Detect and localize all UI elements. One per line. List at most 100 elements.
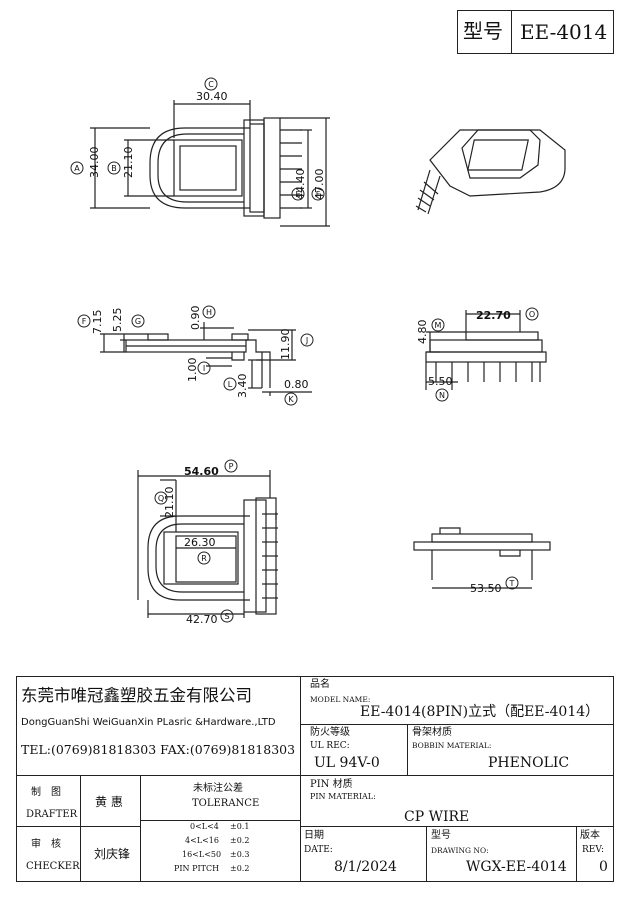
checker-label-en: CHECKER [26,861,80,872]
mark-total: F [316,190,321,199]
rev-value: 0 [599,859,608,875]
drawing-no-value: WGX-EE-4014 [466,859,567,875]
tolerance-value-1: ±0.1 [230,822,250,831]
title-divider-date [426,826,427,882]
model-name-label-cn: 品名 [310,679,330,690]
title-divider-drafter [80,775,81,882]
tolerance-range-4: PIN PITCH [174,864,220,873]
drafter-name: 黄 惠 [95,795,123,809]
mark-k: K [288,395,294,404]
dim-c-value: 30.40 [196,90,228,103]
mark-f: F [82,317,87,326]
title-divider-rev [576,826,577,882]
model-header-divider [511,10,512,54]
mark-p: P [229,462,234,471]
drafter-label-cn: 制 图 [31,787,61,798]
mark-g: G [135,317,141,326]
dim-g-value: 5.25 [111,308,124,333]
flame-label-en: UL REC: [310,741,350,751]
dim-f-value: 7.15 [91,310,104,335]
date-value: 8/1/2024 [334,859,397,875]
title-row-line-5 [140,820,300,821]
date-label-en: DATE: [304,845,333,855]
mark-m: M [435,321,442,330]
title-row-line-3 [300,826,614,827]
tolerance-label-cn: 未标注公差 [193,783,243,794]
tolerance-value-4: ±0.2 [230,864,250,873]
pin-material-value: CP WIRE [404,809,470,825]
dim-b-value: 21.10 [122,147,135,179]
dim-total-value: 47.00 [313,169,326,201]
bobbin-label-cn: 骨架材质 [412,727,452,738]
flame-value: UL 94V-0 [314,755,380,771]
mark-l: L [228,380,233,389]
drawing-no-label-cn: 型号 [431,830,451,841]
dim-j-value: 11.90 [279,329,292,361]
side-view-outline [125,333,271,388]
rev-label-cn: 版本 [580,830,600,841]
checker-label-cn: 审 核 [31,839,61,850]
title-divider-main [300,676,301,882]
top-view-outline [149,117,302,219]
drafter-label-en: DRAFTER [26,809,78,820]
mark-c: C [208,80,214,89]
title-row-line-2 [16,775,614,776]
tolerance-value-3: ±0.3 [230,850,250,859]
bottom-view-outline [147,497,278,615]
bobbin-label-en: BOBBIN MATERIAL: [412,741,492,750]
dim-k-value: 0.80 [284,378,309,391]
dim-p-value: 54.60 [184,465,219,478]
title-divider-flame [407,724,408,775]
company-name-cn: 东莞市唯冠鑫塑胶五金有限公司 [21,686,252,705]
date-label-cn: 日期 [304,830,324,841]
mark-b: B [111,164,117,173]
mark-e: E [295,190,300,199]
dim-i-value: 1.00 [186,358,199,383]
model-name-label-en: MODEL NAME: [310,695,371,704]
dim-m-value: 4.80 [416,320,429,345]
company-contact: TEL:(0769)81818303 FAX:(0769)81818303 [21,742,296,757]
tolerance-label-en: TOLERANCE [192,798,260,809]
bobbin-value: PHENOLIC [488,755,570,771]
iso-view [415,129,566,215]
tolerance-range-1: 0<L<4 [190,822,219,831]
dim-n-value: 5.50 [428,375,453,388]
technical-drawing: 30.40 34.00 21.10 44.40 47.00 7.15 5.25 … [70,77,566,626]
drawing-no-label-en: DRAWING NO: [431,846,489,855]
model-name-value: EE-4014(8PIN)立式（配EE-4014） [360,704,600,720]
mark-h: H [206,308,212,317]
title-row-line-4 [16,826,140,827]
lower-side-view-outline [413,527,551,580]
tolerance-range-3: 16<L<50 [182,850,222,859]
mark-o: O [529,310,535,319]
dim-o-value: 22.70 [476,309,511,322]
title-row-line-1 [300,724,614,725]
company-name-en: DongGuanShi WeiGuanXin PLasric &Hardware… [21,717,276,728]
mark-i: I [203,364,205,373]
model-header-label: 型号 [463,19,503,43]
dim-l-value: 3.40 [236,374,249,399]
mark-j: J [305,336,308,345]
tolerance-value-2: ±0.2 [230,836,250,845]
flame-label-cn: 防火等级 [310,727,350,738]
rev-label-en: REV: [582,845,604,855]
mark-r: R [201,554,207,563]
pin-material-label-en: PIN MATERIAL: [310,792,376,801]
tolerance-range-2: 4<L<16 [185,836,219,845]
mark-q: Q [158,494,164,503]
title-divider-tol [140,775,141,882]
mark-n: N [439,391,445,400]
mark-s: S [224,612,229,621]
dim-a-value: 34.00 [88,147,101,179]
dim-t-value: 53.50 [470,582,502,595]
mark-t: T [509,579,515,588]
title-block [16,676,614,882]
model-header-box [457,10,614,54]
dim-r-value: 26.30 [184,536,216,549]
checker-name: 刘庆锋 [94,847,131,861]
mark-a: A [74,164,80,173]
model-header-value: EE-4014 [520,20,608,44]
pin-material-label-cn: PIN 材质 [310,779,353,790]
dim-s-value: 42.70 [186,613,218,626]
dim-h-value: 0.90 [189,306,202,331]
